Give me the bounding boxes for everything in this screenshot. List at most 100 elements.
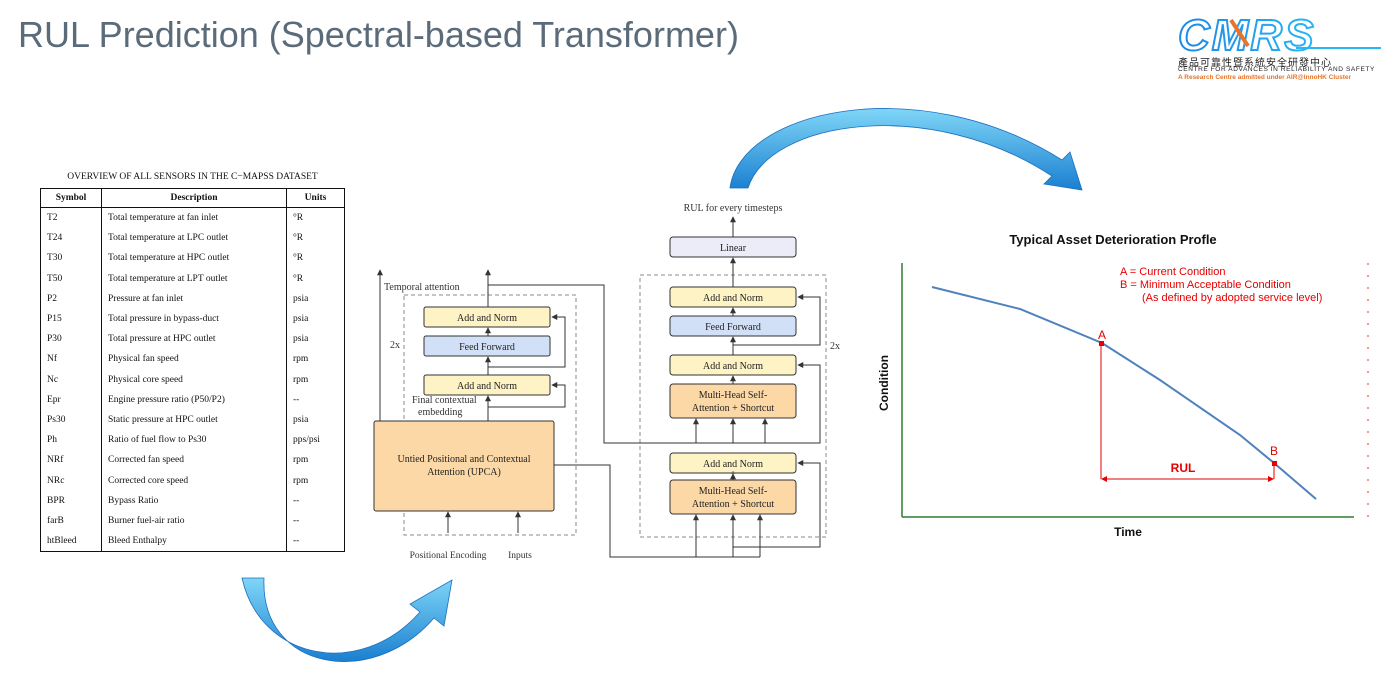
- sensor-units: --: [293, 515, 300, 526]
- label-right-2x: 2x: [830, 341, 840, 352]
- logo-subtitle: A Research Centre admitted under AIR@Inn…: [1178, 74, 1352, 81]
- architecture-diagram: + Temporal attention 2x Add and Norm Fee…: [373, 203, 840, 561]
- label-embedding: embedding: [418, 407, 462, 418]
- sensor-symbol: T50: [40, 268, 102, 289]
- sensor-units: psia: [293, 293, 309, 304]
- label-inputs: Inputs: [508, 551, 532, 561]
- sensor-description: Engine pressure ratio (P50/P2): [101, 389, 287, 410]
- sensor-description: Physical fan speed: [101, 349, 287, 370]
- sensor-symbol: farB: [40, 510, 102, 531]
- sensor-description: Ratio of fuel flow to Ps30: [101, 430, 287, 451]
- sensor-description: Corrected core speed: [101, 470, 287, 491]
- sensor-symbol: NRc: [40, 470, 102, 491]
- point-b-marker: [1272, 461, 1277, 466]
- sensor-description: Total temperature at LPT outlet: [101, 268, 287, 289]
- label-final-contextual: Final contextual: [412, 395, 477, 406]
- sensor-units: psia: [293, 414, 309, 425]
- sensor-description: Bypass Ratio: [101, 490, 287, 511]
- sensor-description: Static pressure at HPC outlet: [101, 409, 287, 431]
- sensor-description: Physical core speed: [101, 369, 287, 390]
- sensor-symbol: T2: [40, 207, 102, 229]
- sensor-description: Total temperature at fan inlet: [101, 207, 287, 229]
- sensor-description: Total pressure at HPC outlet: [101, 329, 287, 350]
- header-description: Description: [101, 188, 287, 208]
- deterioration-curve: [931, 286, 1317, 500]
- legend-b: B = Minimum Acceptable Condition: [1120, 279, 1291, 291]
- cmrs-logo: CMRS: [1177, 10, 1381, 61]
- header-symbol: Symbol: [40, 188, 102, 208]
- sensor-units: °R: [293, 253, 304, 264]
- sensor-units: °R: [293, 233, 304, 244]
- sensor-units: rpm: [293, 475, 309, 486]
- arrow-model-to-profile: [729, 108, 1083, 191]
- right-mhsa-bottom-line-2: Attention + Shortcut: [692, 499, 775, 510]
- right-add-norm-2: Add and Norm: [703, 361, 763, 372]
- sensor-units: rpm: [293, 374, 309, 385]
- logo-wordmark: CMRS: [1178, 11, 1316, 60]
- sensor-symbol: P30: [40, 329, 102, 350]
- logo-english-name: CENTRE FOR ADVANCES IN RELIABILITY AND S…: [1178, 66, 1375, 73]
- sensor-symbol: BPR: [40, 490, 102, 511]
- header-units: Units: [286, 188, 345, 208]
- right-add-norm-1: Add and Norm: [703, 293, 763, 304]
- sensor-description: Pressure at fan inlet: [101, 288, 287, 309]
- sensor-units: --: [293, 536, 300, 547]
- sensor-description: Total pressure in bypass-duct: [101, 308, 287, 330]
- arrow-table-to-model: [241, 577, 453, 662]
- sensor-symbol: P15: [40, 308, 102, 330]
- y-axis-label: Condition: [877, 355, 891, 411]
- sensor-symbol: NRf: [40, 450, 102, 471]
- upca-line-2: Attention (UPCA): [427, 467, 501, 478]
- sensor-description: Total temperature at LPC outlet: [101, 228, 287, 249]
- sensor-units: psia: [293, 314, 309, 325]
- label-temporal-attention: Temporal attention: [384, 282, 460, 293]
- point-a-label: A: [1098, 328, 1106, 342]
- sensor-units: --: [293, 495, 300, 506]
- right-feed-forward: Feed Forward: [705, 322, 761, 333]
- left-feed-forward: Feed Forward: [459, 342, 515, 353]
- deterioration-profile: Typical Asset Deterioration Profle A B R…: [877, 232, 1369, 539]
- sensor-table-title: OVERVIEW OF ALL SENSORS IN THE C−MAPSS D…: [67, 172, 318, 182]
- page-title: RUL Prediction (Spectral-based Transform…: [18, 14, 739, 55]
- rul-label: RUL: [1171, 461, 1196, 475]
- legend-a: A = Current Condition: [1120, 266, 1225, 278]
- svg-text:+: +: [730, 469, 736, 480]
- upca-line-1: Untied Positional and Contextual: [397, 454, 530, 465]
- sensor-units: rpm: [293, 354, 309, 365]
- right-mhsa-bottom-line-1: Multi-Head Self-: [699, 486, 768, 497]
- label-rul-output: RUL for every timesteps: [684, 203, 783, 214]
- sensor-symbol: Nf: [40, 349, 102, 370]
- right-linear: Linear: [720, 243, 747, 254]
- legend-b-note: (As defined by adopted service level): [1142, 292, 1322, 304]
- point-b-label: B: [1270, 444, 1278, 458]
- sensor-symbol: T24: [40, 228, 102, 249]
- sensor-symbol: Ph: [40, 430, 102, 451]
- sensor-description: Burner fuel-air ratio: [101, 510, 287, 531]
- sensor-table-header: Symbol Description Units: [40, 188, 345, 208]
- point-a-marker: [1099, 341, 1104, 346]
- sensor-units: --: [293, 394, 300, 405]
- label-positional-encoding: Positional Encoding: [410, 551, 487, 561]
- x-axis-label: Time: [1114, 525, 1142, 539]
- sensor-description: Bleed Enthalpy: [101, 531, 287, 552]
- sensor-units: pps/psi: [293, 435, 320, 446]
- sensor-symbol: P2: [40, 288, 102, 309]
- logo-chinese-name: 產品可靠性暨系統安全研發中心: [1178, 58, 1332, 69]
- left-add-norm-bottom: Add and Norm: [457, 381, 517, 392]
- profile-title: Typical Asset Deterioration Profle: [1009, 232, 1216, 247]
